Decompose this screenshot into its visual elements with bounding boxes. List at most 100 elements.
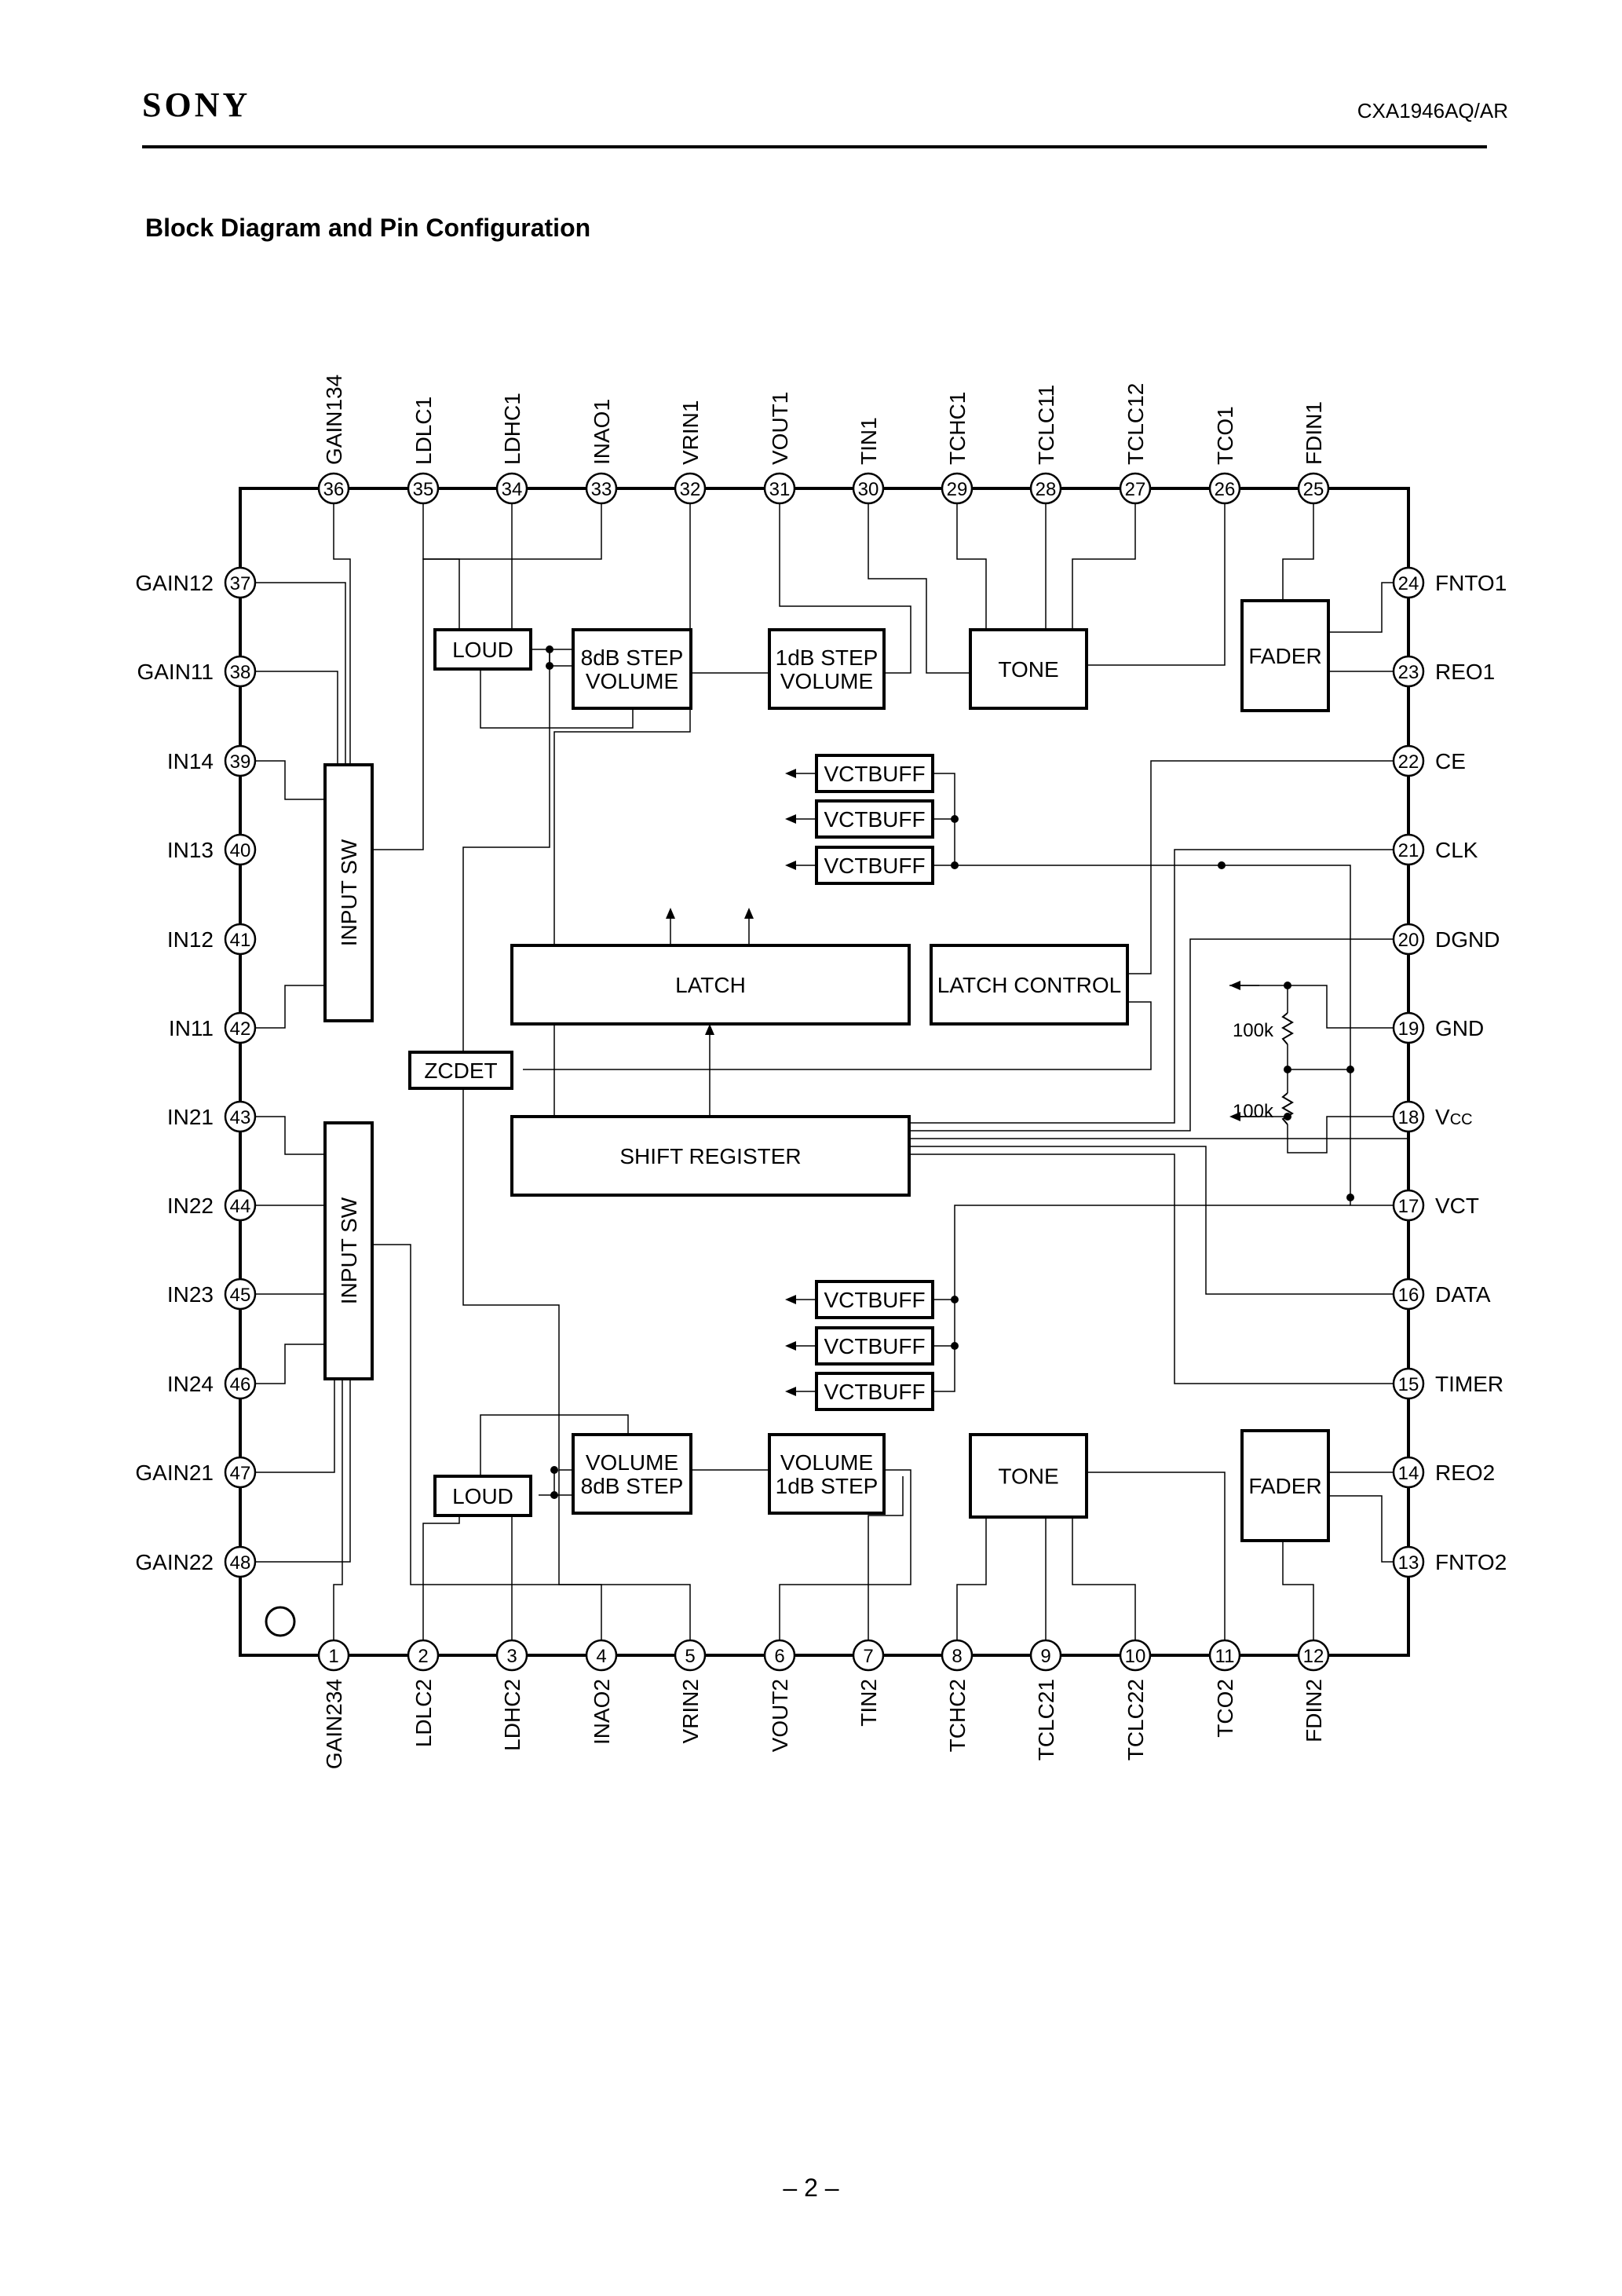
shift-register-block bbox=[510, 1115, 911, 1197]
pin-number-44: 44 bbox=[230, 1196, 251, 1217]
pin-9 bbox=[1029, 1639, 1062, 1672]
ic-package-outline bbox=[239, 487, 1410, 1657]
pin-number-5: 5 bbox=[685, 1646, 695, 1667]
junction-dot bbox=[550, 1491, 558, 1499]
tone-block-2-label: TONE bbox=[998, 1464, 1058, 1489]
wire bbox=[240, 582, 346, 765]
wire bbox=[956, 1517, 987, 1640]
pin-21 bbox=[1392, 833, 1425, 866]
pin-43 bbox=[224, 1100, 257, 1133]
pin-6 bbox=[763, 1639, 796, 1672]
junction-dot bbox=[951, 1296, 959, 1303]
pin-number-48: 48 bbox=[230, 1552, 251, 1574]
pin-label-GAIN12: GAIN12 bbox=[135, 571, 214, 595]
pin-15 bbox=[1392, 1367, 1425, 1400]
fader-block-1-label: FADER bbox=[1248, 644, 1321, 668]
arrow-head bbox=[785, 861, 796, 870]
pin-label-VRIN2: VRIN2 bbox=[678, 1679, 703, 1743]
pin-label-TCLC11: TCLC11 bbox=[1034, 385, 1058, 465]
volume-8db-block-2-label: VOLUME bbox=[586, 1450, 678, 1475]
wire bbox=[911, 1153, 1408, 1384]
pin-48 bbox=[224, 1545, 257, 1578]
pin-2 bbox=[407, 1639, 440, 1672]
wire bbox=[868, 1476, 904, 1640]
wire bbox=[911, 938, 1408, 1132]
volume-1db-block-2 bbox=[768, 1433, 886, 1515]
junction-dot bbox=[951, 861, 959, 869]
pin-46 bbox=[224, 1367, 257, 1400]
pin-number-34: 34 bbox=[502, 479, 523, 500]
zcdet-block bbox=[408, 1051, 513, 1090]
vctbuff-1 bbox=[815, 754, 934, 793]
arrow-head bbox=[785, 814, 796, 824]
wire bbox=[553, 504, 691, 1187]
vctbuff-5 bbox=[815, 1326, 934, 1366]
resistor-label-1: 100k bbox=[1233, 1020, 1274, 1041]
pin-38 bbox=[224, 655, 257, 688]
pin-number-13: 13 bbox=[1398, 1552, 1419, 1574]
pin-number-6: 6 bbox=[774, 1646, 784, 1667]
volume-1db-block-2-label: VOLUME bbox=[780, 1450, 873, 1475]
wire bbox=[1288, 985, 1408, 1029]
input-sw-label: INPUT SW bbox=[337, 1197, 361, 1304]
volume-8db-block-1-label: 8dB STEP bbox=[581, 645, 684, 670]
latch-block-label: LATCH bbox=[675, 973, 746, 997]
junction-dot bbox=[951, 815, 959, 823]
vctbuff-2 bbox=[815, 799, 934, 839]
pin-number-8: 8 bbox=[952, 1646, 962, 1667]
pin-44 bbox=[224, 1189, 257, 1222]
pin-label-IN24: IN24 bbox=[167, 1372, 214, 1396]
pin-number-42: 42 bbox=[230, 1018, 251, 1040]
pin-label-IN21: IN21 bbox=[167, 1105, 214, 1129]
pin-number-41: 41 bbox=[230, 930, 251, 951]
wire bbox=[1087, 1472, 1226, 1640]
pin-label-TCLC12: TCLC12 bbox=[1123, 383, 1148, 465]
pin-number-15: 15 bbox=[1398, 1374, 1419, 1395]
pin-39 bbox=[224, 744, 257, 777]
pin-42 bbox=[224, 1011, 257, 1044]
wire bbox=[374, 1244, 602, 1640]
volume-1db-block-2-label: 1dB STEP bbox=[776, 1474, 879, 1498]
pin-label-TCO1: TCO1 bbox=[1213, 406, 1237, 465]
wire bbox=[523, 1001, 1152, 1070]
loud-block-2-label: LOUD bbox=[452, 1484, 513, 1508]
pin-label-IN23: IN23 bbox=[167, 1282, 214, 1307]
pin1-orientation-mark bbox=[265, 1606, 296, 1637]
pin-label-TIN1: TIN1 bbox=[857, 417, 881, 465]
pin-label-VCT: VCT bbox=[1435, 1194, 1479, 1218]
pin-label-REO2: REO2 bbox=[1435, 1461, 1495, 1485]
pin-35 bbox=[407, 472, 440, 505]
junction-dot bbox=[1346, 1194, 1354, 1201]
wire bbox=[480, 1414, 629, 1495]
pin-41 bbox=[224, 923, 257, 956]
wire bbox=[1282, 504, 1314, 601]
vctbuff-3 bbox=[815, 846, 934, 885]
pin-number-32: 32 bbox=[680, 479, 701, 500]
pin-number-24: 24 bbox=[1398, 573, 1419, 594]
wire bbox=[422, 504, 460, 630]
vctbuff-1-label: VCTBUFF bbox=[824, 762, 925, 786]
pin-label-TCHC1: TCHC1 bbox=[945, 392, 970, 465]
part-number: CXA1946AQ/AR bbox=[1357, 99, 1508, 122]
wire bbox=[549, 649, 573, 667]
loud-block-1 bbox=[433, 628, 532, 671]
pin-45 bbox=[224, 1278, 257, 1311]
latch-control-block-label: LATCH CONTROL bbox=[937, 973, 1121, 997]
pin-40 bbox=[224, 833, 257, 866]
pin-28 bbox=[1029, 472, 1062, 505]
junction-dot bbox=[550, 1466, 558, 1474]
pin-label-FDIN2: FDIN2 bbox=[1302, 1679, 1326, 1742]
pin-number-36: 36 bbox=[323, 479, 345, 500]
pin-number-21: 21 bbox=[1398, 840, 1419, 861]
arrow-head bbox=[785, 1295, 796, 1304]
tone-block-2 bbox=[969, 1433, 1088, 1519]
pin-number-46: 46 bbox=[230, 1374, 251, 1395]
wire bbox=[956, 504, 987, 630]
pin-label-LDLC1: LDLC1 bbox=[411, 397, 436, 465]
latch-control-block bbox=[930, 944, 1129, 1026]
pin-4 bbox=[585, 1639, 618, 1672]
pin-32 bbox=[674, 472, 707, 505]
pin-number-1: 1 bbox=[328, 1646, 338, 1667]
pin-22 bbox=[1392, 744, 1425, 777]
